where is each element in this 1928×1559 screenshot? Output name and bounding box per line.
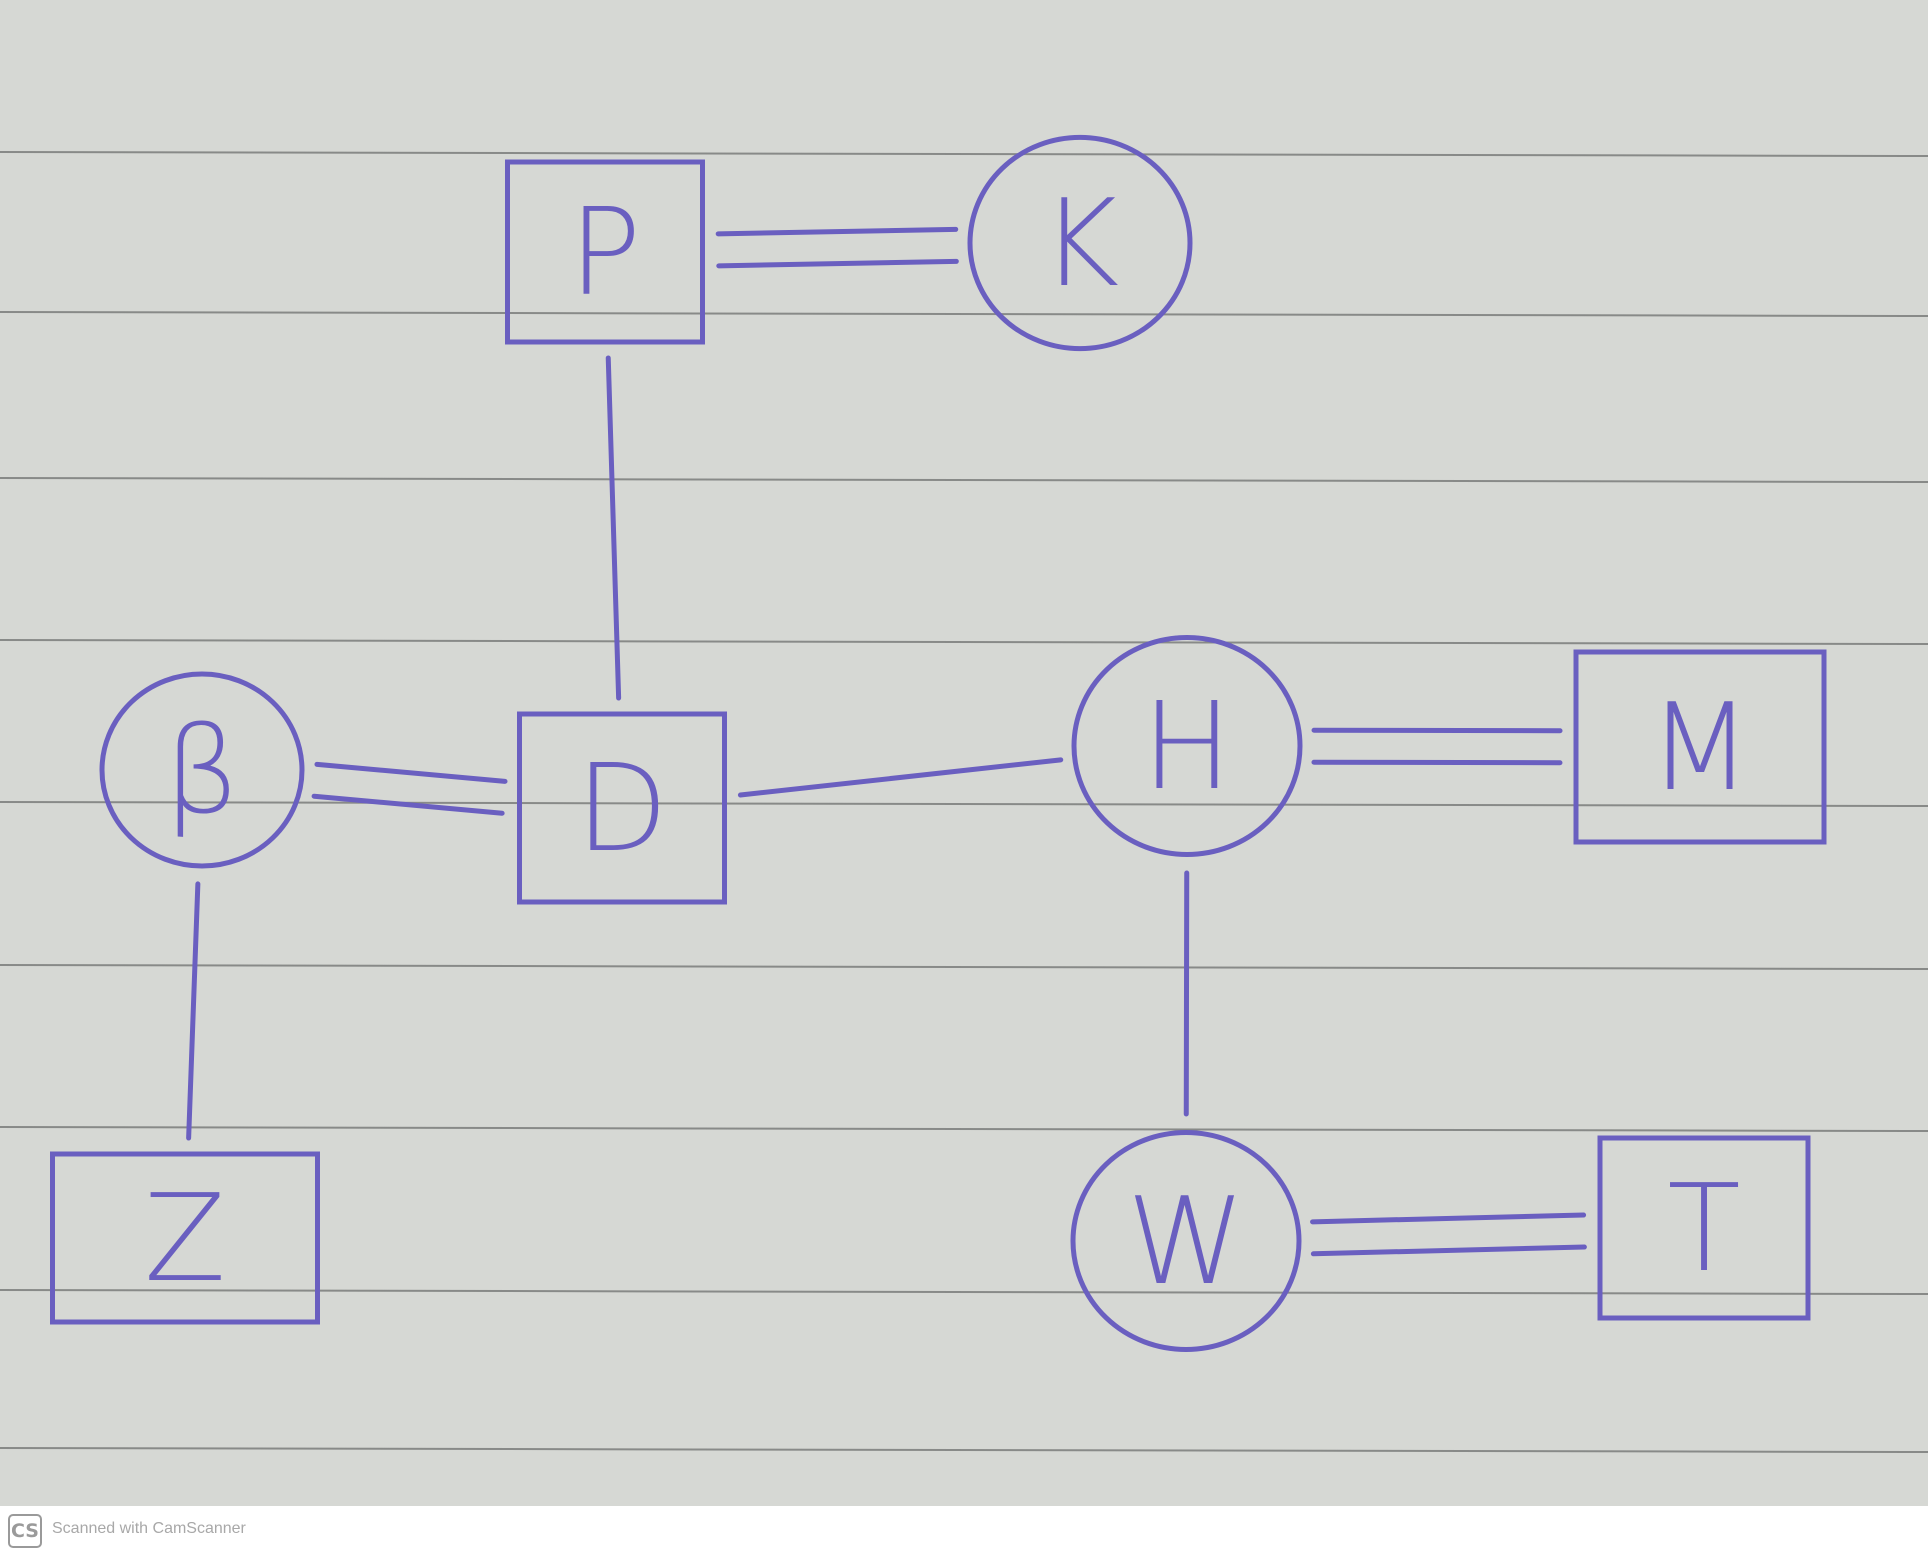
edge-b-z [186, 881, 201, 1141]
edge-stroke [311, 793, 505, 816]
ruled-line [0, 1447, 1928, 1453]
node-label: T [1667, 1160, 1740, 1299]
ruled-lines [0, 151, 1928, 1453]
node-label: W [1127, 1173, 1246, 1312]
edge-stroke [186, 881, 201, 1141]
edge-w-t [1310, 1212, 1587, 1257]
node-h: H [1071, 635, 1303, 857]
node-k: K [967, 134, 1193, 352]
edge-stroke [1310, 1212, 1587, 1225]
edge-d-h [737, 757, 1064, 798]
edge-stroke [716, 258, 959, 269]
node-b: β [99, 671, 305, 869]
node-box [517, 711, 727, 905]
edge-stroke [605, 355, 622, 701]
ruled-line [0, 639, 1928, 645]
diagram-nodes: P Kβ D H M Z W T [50, 134, 1827, 1352]
camscanner-logo: CS [8, 1514, 42, 1548]
node-circle [1071, 635, 1303, 857]
node-label: K [1041, 175, 1120, 314]
scanner-watermark: CS Scanned with CamScanner [0, 1506, 1928, 1559]
node-label: P [569, 184, 641, 323]
edge-stroke [737, 757, 1064, 798]
node-m: M [1573, 649, 1827, 845]
node-label: Z [144, 1170, 226, 1309]
node-box [505, 159, 705, 345]
edge-stroke [1310, 1244, 1587, 1257]
watermark-text: Scanned with CamScanner [52, 1520, 246, 1537]
node-p: P [505, 159, 705, 345]
node-label: β [164, 702, 241, 841]
node-label: H [1142, 678, 1232, 817]
ruled-line [0, 964, 1928, 970]
node-label: M [1648, 679, 1752, 818]
node-circle [967, 134, 1193, 352]
ruled-line [0, 151, 1928, 157]
node-circle [99, 671, 305, 869]
node-t: T [1597, 1135, 1811, 1321]
notebook-paper: P Kβ D H M Z W T [0, 0, 1928, 1506]
diagram-edges [186, 226, 1587, 1257]
node-w: W [1070, 1130, 1302, 1352]
ruled-line [0, 477, 1928, 483]
ruled-line [0, 1126, 1928, 1132]
edge-stroke [314, 761, 508, 784]
ruled-line [0, 311, 1928, 317]
edge-b-d [311, 761, 508, 816]
edge-p-k [715, 226, 959, 269]
edge-h-m [1311, 727, 1563, 766]
node-circle [1070, 1130, 1302, 1352]
ruled-line [0, 1289, 1928, 1295]
paper-background [0, 0, 1928, 1506]
edge-p-d [605, 355, 622, 701]
node-z: Z [50, 1151, 320, 1325]
node-box [50, 1151, 320, 1325]
node-label: D [576, 740, 668, 879]
edge-stroke [715, 226, 959, 237]
ruled-line [0, 801, 1928, 807]
node-d: D [517, 711, 727, 905]
node-box [1573, 649, 1827, 845]
node-box [1597, 1135, 1811, 1321]
